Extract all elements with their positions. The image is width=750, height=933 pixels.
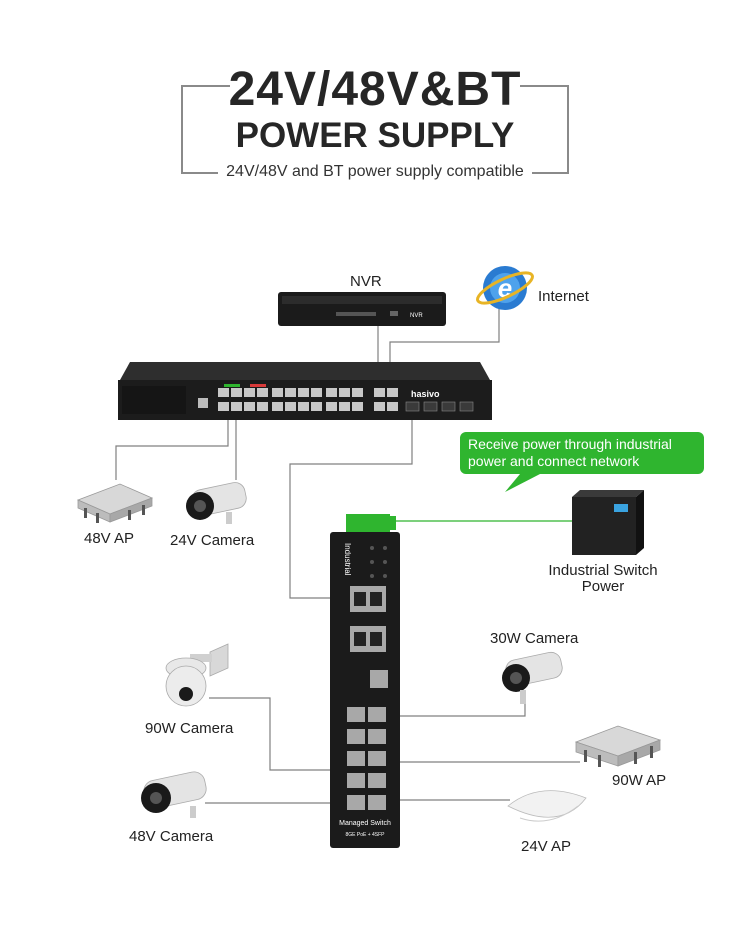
camera-24v-device [186, 482, 247, 524]
camera-30w-label: 30W Camera [490, 630, 579, 647]
industrial-power-label: Industrial Switch Power [528, 563, 678, 595]
rack-switch [118, 362, 492, 420]
industrial-switch [330, 514, 400, 848]
camera-30w-device [502, 651, 563, 704]
callout-text: Receive power through industrial power a… [468, 436, 672, 469]
managed-switch-text: Managed Switch [339, 820, 391, 827]
camera-24v-label: 24V Camera [170, 532, 255, 549]
ap-90w-label: 90W AP [612, 772, 667, 789]
internet-icon: e [476, 266, 534, 310]
internet-label: Internet [538, 288, 589, 305]
nvr-label: NVR [350, 273, 382, 290]
page-title-line2: POWER SUPPLY [235, 116, 515, 155]
ap-48v-label: 48V AP [84, 530, 135, 547]
industrial-power-device [572, 490, 644, 555]
nvr-front-text: NVR [410, 313, 423, 319]
camera-90w-device [165, 643, 229, 707]
callout-bubble [460, 432, 704, 492]
managed-switch-spec: 8GE PoE + 4SFP [345, 832, 385, 838]
page-subtitle: 24V/48V and BT power supply compatible [226, 163, 524, 180]
ap-24v-label: 24V AP [521, 838, 572, 855]
industrial-side-text: Industrial [343, 543, 352, 576]
industrial-power-label-line2: Power [581, 578, 625, 595]
switch-brand-text: hasivo [411, 389, 440, 399]
title-frame [181, 85, 569, 174]
camera-90w-label: 90W Camera [145, 720, 234, 737]
ap-48v-device [76, 483, 154, 523]
page-title: 24V/48V&BT [228, 63, 522, 116]
camera-48v-device [141, 771, 207, 818]
ap-24v-device [507, 790, 587, 822]
ap-90w-device [574, 725, 662, 767]
nvr-device [278, 292, 446, 326]
industrial-power-label-line1: Industrial Switch [548, 562, 658, 579]
camera-48v-label: 48V Camera [129, 828, 214, 845]
